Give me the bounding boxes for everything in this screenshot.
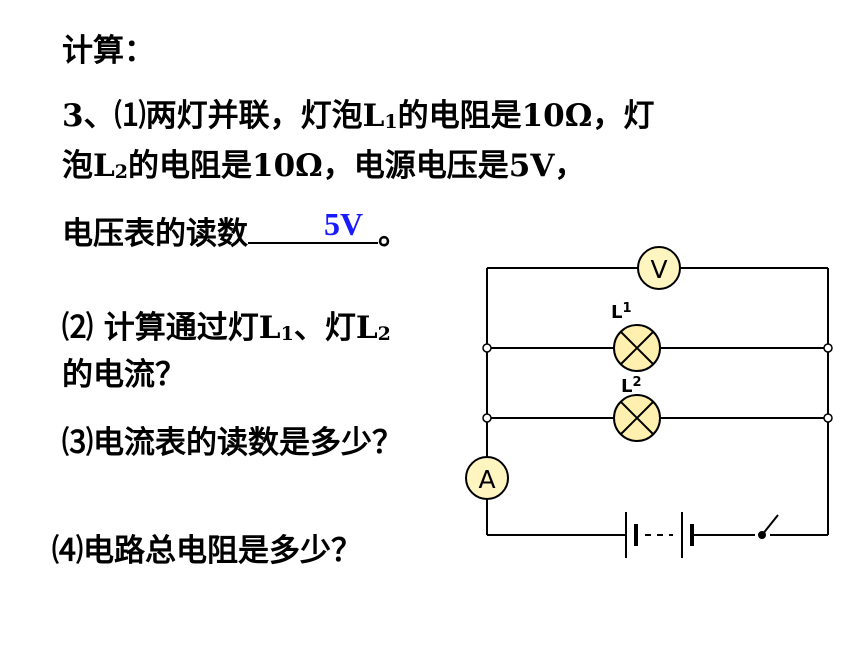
lamp-1-label: L1 xyxy=(611,301,632,323)
switch-icon xyxy=(758,514,779,539)
question-4: ⑷电路总电阻是多少？ xyxy=(52,533,362,569)
question-3-line-2: 泡L2的电阻是10Ω，电源电压是5V， xyxy=(62,151,585,182)
lamp-2-icon xyxy=(613,394,661,442)
voltmeter-label: V xyxy=(650,255,667,284)
voltmeter-icon: V xyxy=(637,246,681,290)
lamp-1-icon xyxy=(613,324,661,372)
question-3b: ⑶电流表的读数是多少？ xyxy=(62,425,403,461)
question-2-line-2: 的电流？ xyxy=(62,357,186,393)
q2-line1-b: 、灯L xyxy=(293,310,378,346)
q3-line1-suffix: 的电阻是10Ω，灯 xyxy=(397,98,655,134)
ammeter-label: A xyxy=(478,465,495,494)
q3-line3-suffix: 。 xyxy=(378,216,409,252)
junction-nodes xyxy=(482,343,833,423)
q2-line1-sub2: 2 xyxy=(377,323,391,345)
q3-line1-sub: 1 xyxy=(384,111,398,133)
answer-text: 5V xyxy=(324,206,364,242)
q3-line2-suffix: 的电阻是10Ω，电源电压是5V， xyxy=(128,148,586,184)
question-3-line-1: 3、⑴两灯并联，灯泡L1的电阻是10Ω，灯 xyxy=(62,101,654,132)
q3-line2-prefix: 泡L xyxy=(62,148,115,184)
q2-line1-sub1: 1 xyxy=(280,323,294,345)
ammeter-icon: A xyxy=(465,456,509,500)
question-2-line-1: ⑵ 计算通过灯L1、灯L2 xyxy=(62,313,391,344)
question-3-line-3: 电压表的读数 。 xyxy=(62,219,409,250)
answer-blank xyxy=(248,241,378,244)
q2-line1-a: ⑵ 计算通过灯L xyxy=(62,310,281,346)
q3-line1-prefix: 3、⑴两灯并联，灯泡L xyxy=(62,98,385,134)
lamp-2-label: L2 xyxy=(621,375,642,397)
q3-line2-sub: 2 xyxy=(114,161,129,183)
q3-line3-prefix: 电压表的读数 xyxy=(62,216,248,252)
heading: 计算： xyxy=(62,33,155,69)
battery-icon xyxy=(625,512,694,558)
